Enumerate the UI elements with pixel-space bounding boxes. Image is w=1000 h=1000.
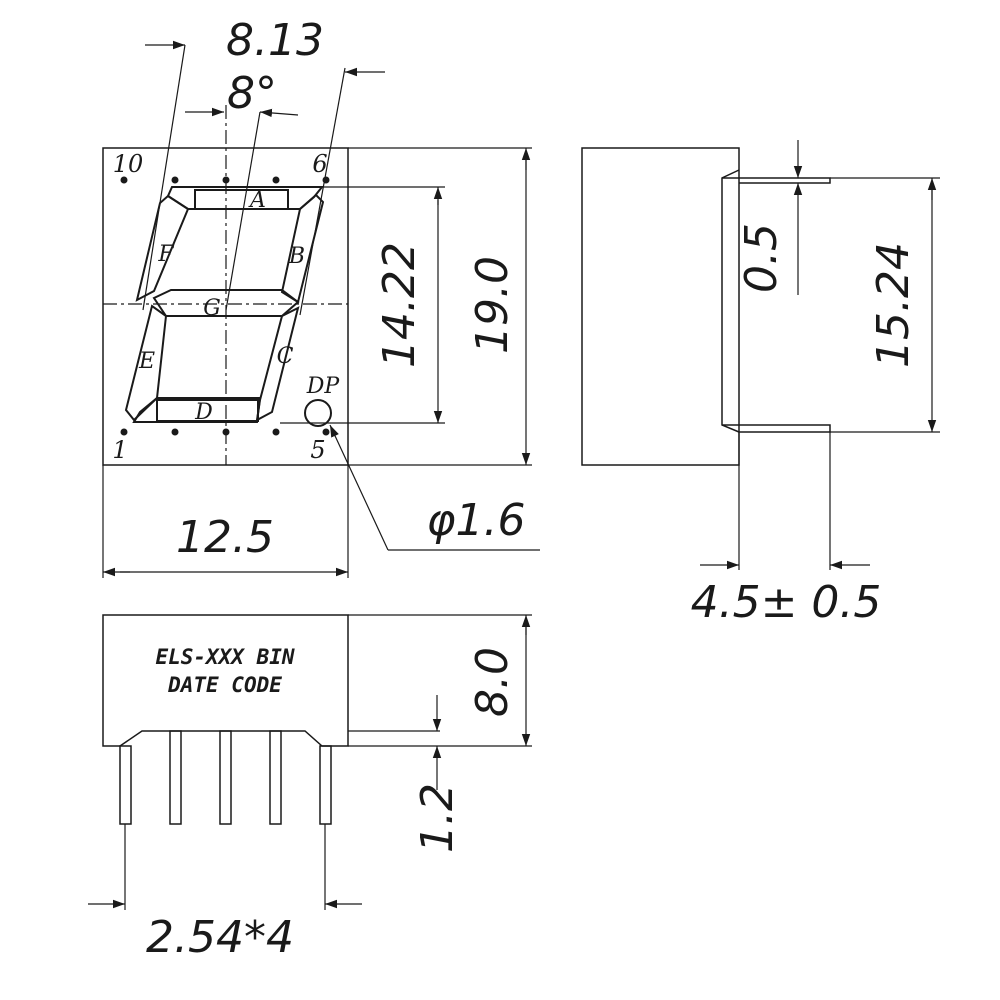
pin-lead-3 bbox=[219, 730, 232, 825]
segment-label-g: G bbox=[203, 296, 221, 321]
bottom-view: ELS-XXX BIN DATE CODE 8.0 1.2 2.54*4 bbox=[88, 614, 532, 963]
slant-guide-left bbox=[142, 44, 186, 311]
marking-line-2: DATE CODE bbox=[167, 673, 282, 697]
segment-e-shape bbox=[124, 304, 168, 422]
pin-dot-1 bbox=[120, 428, 128, 436]
pin-dot-8 bbox=[222, 176, 230, 184]
pin-dot-2 bbox=[171, 428, 179, 436]
dp-leader-line bbox=[329, 424, 389, 551]
pin-number-6: 6 bbox=[312, 150, 327, 178]
dim-segment-height: 14.22 bbox=[374, 242, 425, 368]
pin-dot-5 bbox=[322, 428, 330, 436]
pin-dot-9 bbox=[171, 176, 179, 184]
pin-number-10: 10 bbox=[113, 150, 144, 178]
pin-number-5: 5 bbox=[310, 436, 325, 464]
dim-digit-width: 8.13 bbox=[226, 15, 324, 66]
marking-line-1: ELS-XXX BIN bbox=[155, 645, 294, 669]
segment-label-d: D bbox=[194, 400, 213, 425]
pin-lead-4 bbox=[269, 730, 282, 825]
dim-dp-diameter: φ1.6 bbox=[427, 495, 526, 546]
pin-dot-10 bbox=[120, 176, 128, 184]
lead-body-edge bbox=[721, 169, 740, 433]
dim-depth: 4.5± 0.5 bbox=[691, 577, 882, 628]
lead-top bbox=[722, 177, 831, 184]
pin-lead-1 bbox=[119, 745, 132, 825]
segment-dp-circle bbox=[304, 399, 332, 427]
angle-slant-line bbox=[225, 111, 261, 311]
segment-a-inner bbox=[194, 189, 289, 210]
bottom-body-outline bbox=[102, 614, 349, 747]
pin-lead-2 bbox=[169, 730, 182, 825]
dim-side-height: 8.0 bbox=[467, 647, 518, 717]
pin-dot-6 bbox=[322, 176, 330, 184]
lead-bottom bbox=[722, 424, 831, 433]
angle-arrow-right bbox=[259, 108, 299, 118]
pin-dot-4 bbox=[272, 428, 280, 436]
front-view: 8.13 8° A B C D E F G DP bbox=[102, 15, 540, 578]
pin-lead-5 bbox=[319, 745, 332, 825]
dim-body-width: 12.5 bbox=[176, 512, 274, 563]
side-body-outline bbox=[581, 147, 740, 466]
segment-label-b: B bbox=[288, 244, 305, 269]
segment-label-dp: DP bbox=[306, 374, 341, 399]
segment-label-c: C bbox=[277, 344, 294, 369]
dim-slant-angle: 8° bbox=[227, 68, 277, 119]
slant-guide-right bbox=[299, 67, 346, 316]
pin-dot-3 bbox=[222, 428, 230, 436]
segment-label-a: A bbox=[248, 188, 266, 213]
side-view: 0.5 15.24 4.5± 0.5 bbox=[581, 140, 940, 628]
pin-dot-7 bbox=[272, 176, 280, 184]
segment-d-inner bbox=[156, 399, 259, 422]
dim-pin-pitch: 2.54*4 bbox=[146, 912, 294, 963]
dim-lead-offset: 0.5 bbox=[736, 223, 787, 293]
segment-f-shape bbox=[135, 194, 190, 302]
segment-b-shape bbox=[280, 193, 325, 304]
segment-label-e: E bbox=[138, 349, 155, 374]
segment-label-f: F bbox=[157, 242, 174, 267]
segment-outlines bbox=[124, 186, 332, 427]
pin-number-1: 1 bbox=[112, 436, 127, 464]
segment-c-shape bbox=[255, 306, 300, 422]
dim-pin-row-span: 15.24 bbox=[868, 242, 919, 368]
dim-standoff: 1.2 bbox=[412, 783, 463, 853]
dim-body-height: 19.0 bbox=[467, 256, 518, 354]
